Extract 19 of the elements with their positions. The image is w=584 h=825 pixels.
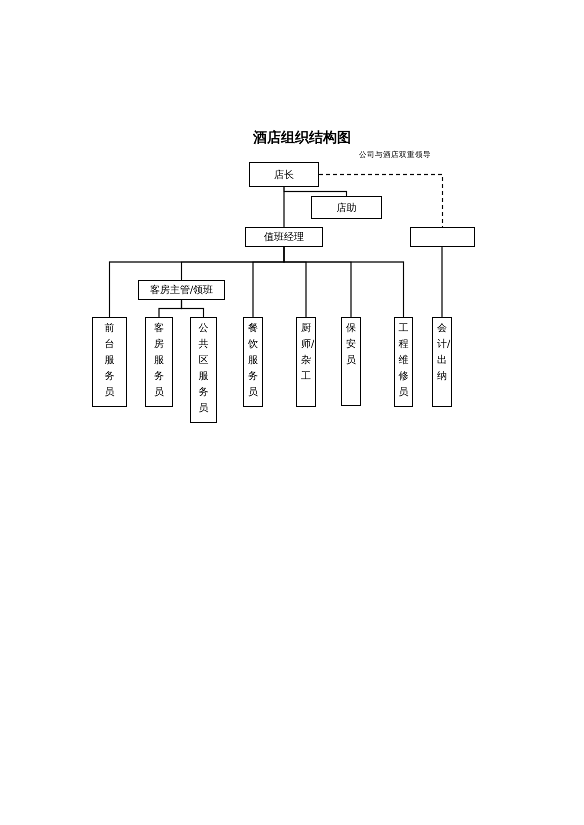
position-box: 客房主管/领班 [138,280,225,300]
connector-line [180,300,204,317]
position-box: 餐饮服务员 [243,317,263,407]
position-box: 会计/出纳 [432,317,452,407]
position-box: 工程维修员 [394,317,413,407]
position-box: 厨师/杂工 [296,317,316,407]
connector-line [283,187,285,227]
position-box: 前台服务员 [92,317,127,407]
dashed-connector [319,174,444,227]
chart-title: 酒店组织结构图 [252,129,352,147]
position-box: 客房服务员 [145,317,173,407]
position-box [410,227,475,247]
connector-line [441,247,443,317]
position-box: 公共区服务员 [190,317,217,423]
connector-line [283,247,404,317]
position-box: 店助 [311,196,382,219]
position-box: 保安员 [341,317,361,406]
position-box: 店长 [249,162,319,187]
position-box: 值班经理 [245,227,323,247]
